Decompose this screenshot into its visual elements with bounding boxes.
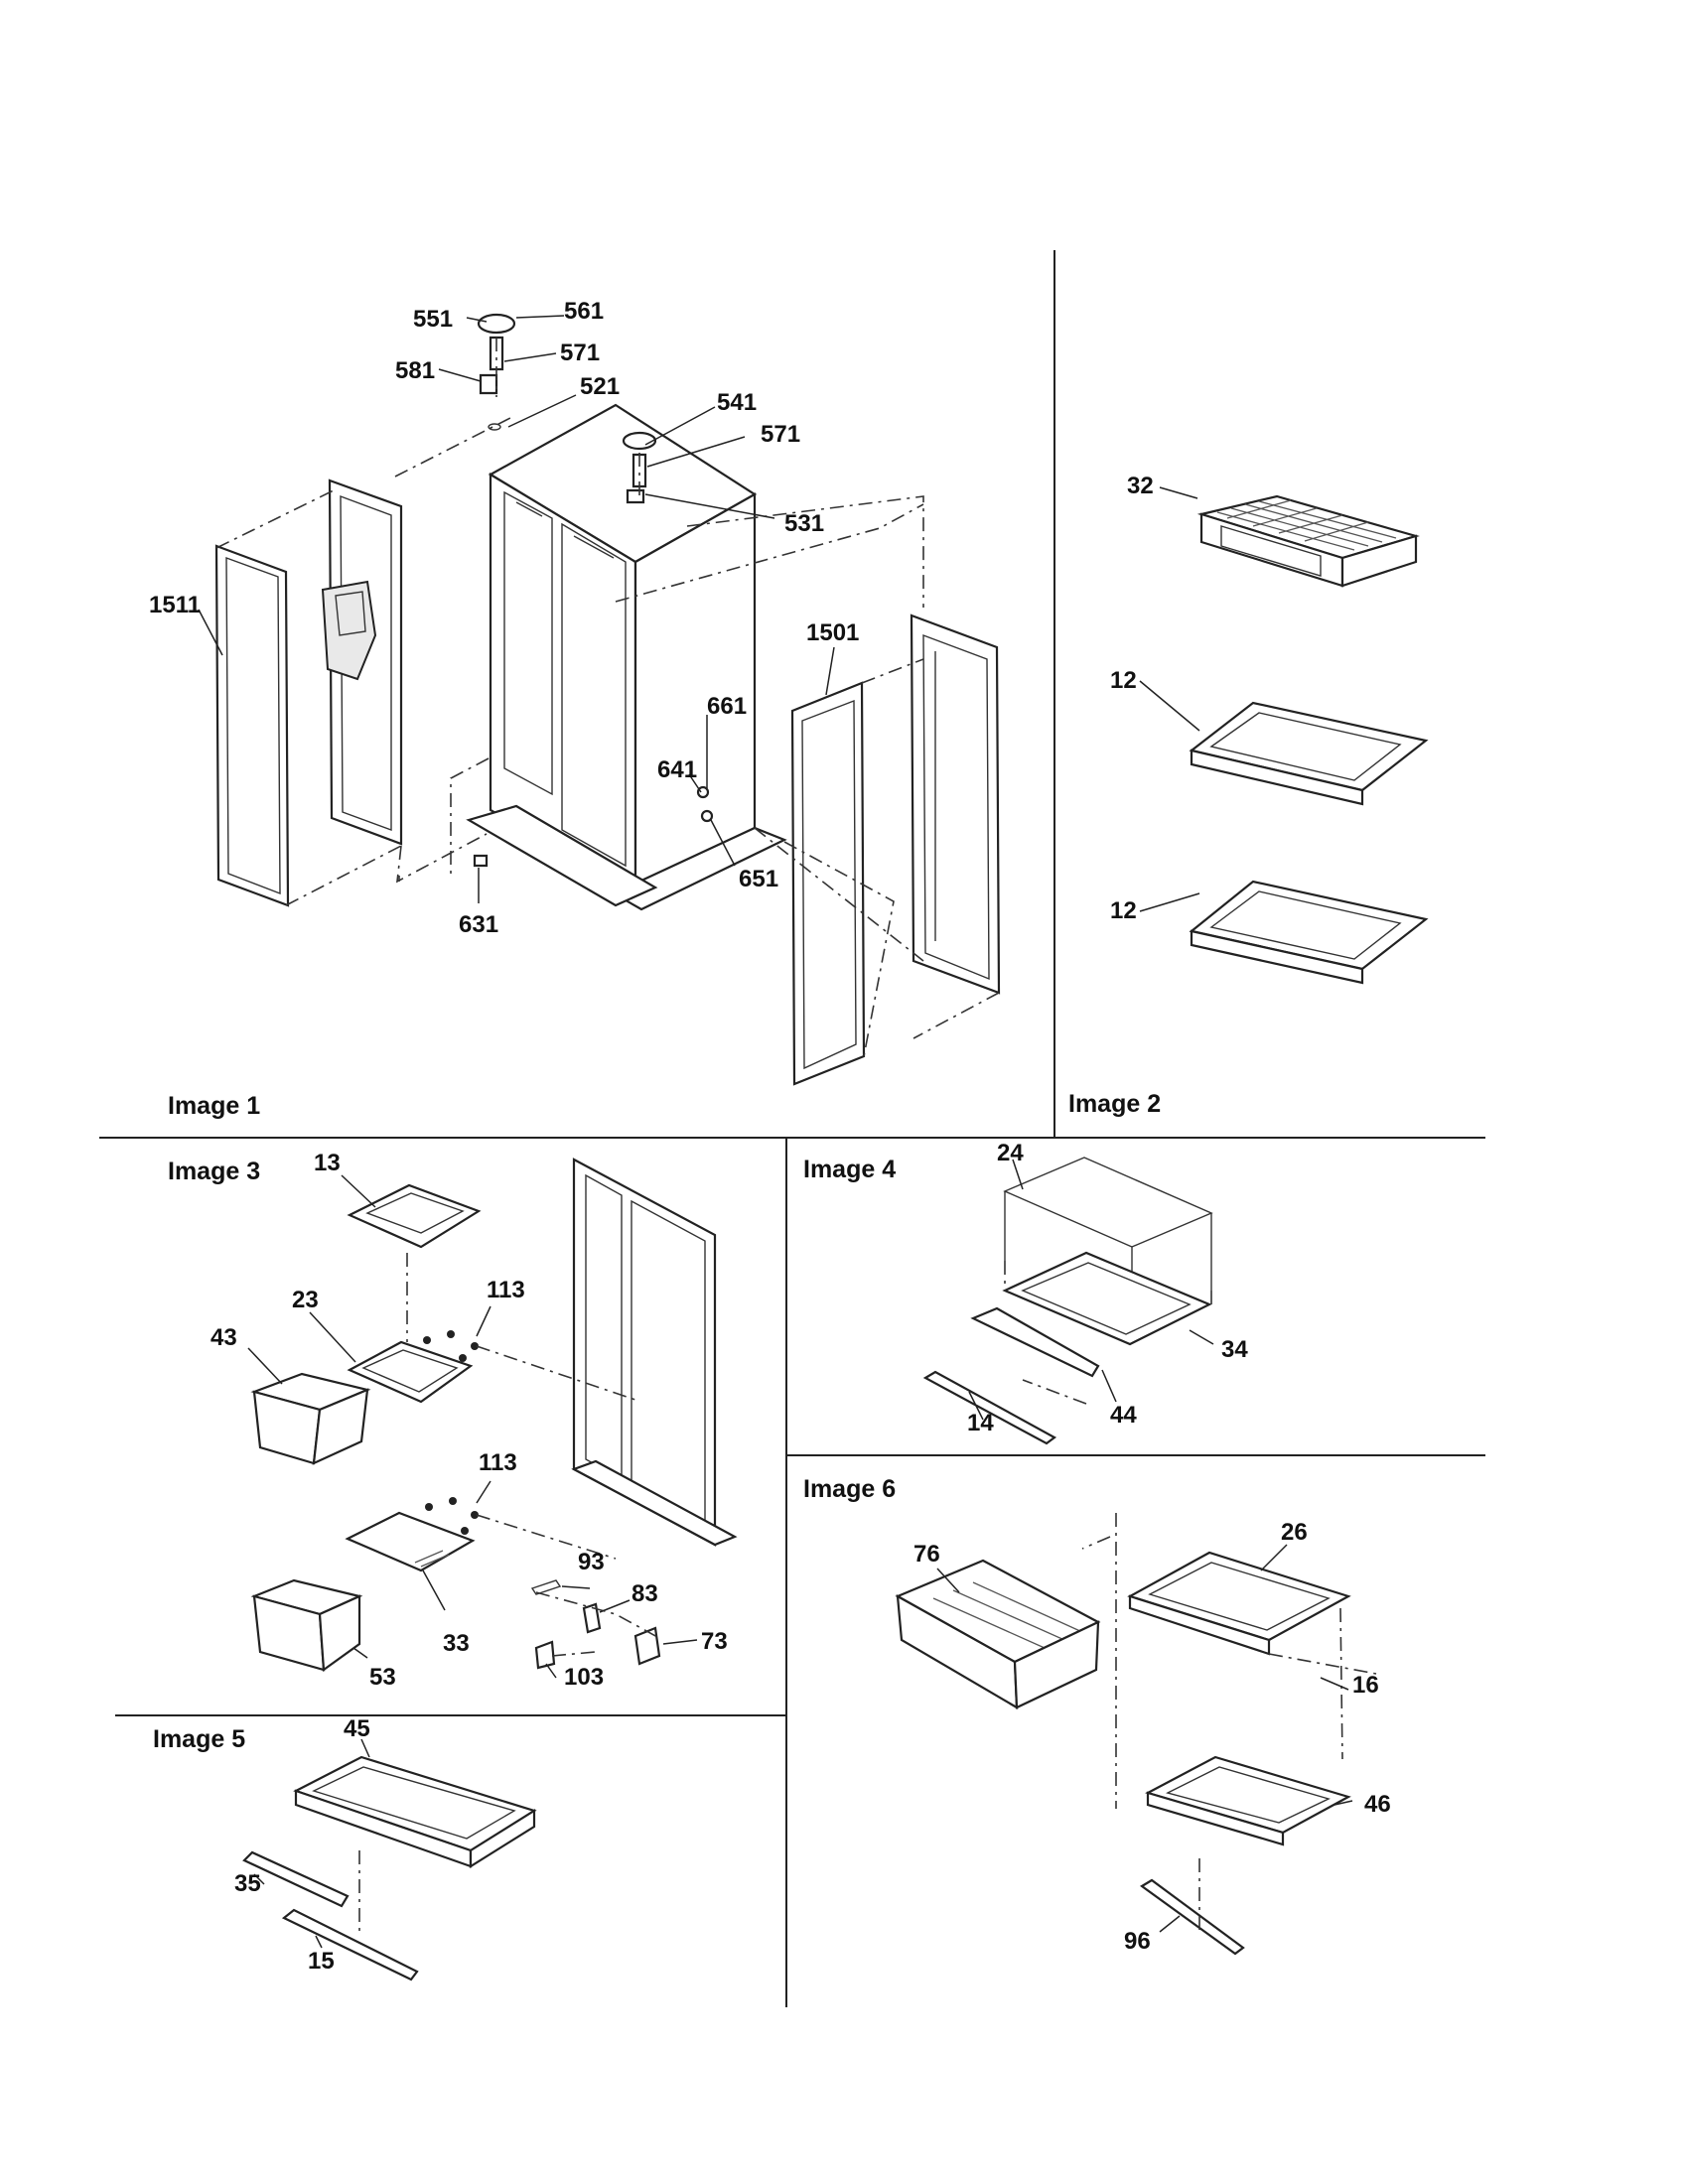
image-1-title: Image 1: [168, 1092, 260, 1120]
door-gasket-1511: [214, 544, 290, 907]
callout-113-upper: 113: [487, 1277, 525, 1303]
part-631: [473, 854, 489, 868]
glass-shelf-12-lower: [1189, 880, 1429, 971]
washer-521: [488, 423, 501, 431]
screw-641: [696, 785, 710, 799]
callout-571-lower: 571: [761, 421, 800, 448]
callout-33: 33: [443, 1630, 470, 1657]
callout-103: 103: [564, 1664, 604, 1691]
callout-12-upper: 12: [1110, 667, 1137, 694]
callout-571-upper: 571: [560, 340, 600, 366]
callout-35: 35: [234, 1870, 261, 1897]
cabinet-base: [611, 826, 787, 911]
callout-23: 23: [292, 1287, 319, 1313]
callout-651: 651: [739, 866, 778, 892]
shelf-13: [347, 1183, 482, 1249]
callout-13: 13: [314, 1150, 341, 1176]
trim-15: [281, 1908, 419, 1981]
cover-44: [970, 1306, 1100, 1378]
image-4-pantry-drawer: [922, 1157, 1214, 1445]
callout-1511: 1511: [149, 592, 201, 618]
callout-661: 661: [707, 693, 747, 720]
door-gasket-1501: [790, 681, 866, 1086]
callout-541: 541: [717, 389, 757, 416]
callout-561: 561: [564, 298, 604, 325]
callout-15: 15: [308, 1948, 335, 1975]
hinge-581: [479, 373, 498, 395]
callout-43: 43: [210, 1324, 237, 1351]
shelf-33: [345, 1511, 476, 1572]
callout-34: 34: [1221, 1336, 1248, 1363]
hinge-cover-541: [622, 431, 657, 451]
image-5-deli-drawer: [242, 1738, 537, 1981]
hinge-cover-551: [477, 313, 516, 335]
callout-labels: 551 561 571 581 521 541 571 531 1511 150…: [149, 298, 1391, 1975]
support-pegs-113: [423, 1330, 479, 1535]
image-6-title: Image 6: [803, 1475, 896, 1503]
callout-46: 46: [1364, 1791, 1391, 1818]
callout-521: 521: [580, 373, 620, 400]
ice-dispenser: [321, 580, 377, 681]
drawer-box-24-outline: [1003, 1157, 1213, 1248]
callout-44: 44: [1110, 1402, 1137, 1429]
callout-531: 531: [784, 510, 824, 537]
callout-73: 73: [701, 1628, 728, 1655]
callout-1501: 1501: [806, 619, 859, 646]
part-93: [530, 1579, 562, 1595]
callout-83: 83: [632, 1580, 658, 1607]
callout-581: 581: [395, 357, 435, 384]
image-3-title: Image 3: [168, 1158, 260, 1185]
callout-641: 641: [657, 756, 697, 783]
callout-12-lower: 12: [1110, 897, 1137, 924]
callout-96: 96: [1124, 1928, 1151, 1955]
section-dividers: [99, 250, 1485, 2007]
image-6-fresh-food-interior: [895, 1513, 1377, 1956]
callout-53: 53: [369, 1664, 396, 1691]
image-5-title: Image 5: [153, 1725, 245, 1753]
hinge-571-left: [489, 336, 504, 371]
callout-32: 32: [1127, 473, 1154, 499]
callout-631: 631: [459, 911, 498, 938]
callout-26: 26: [1281, 1519, 1308, 1546]
callout-93: 93: [578, 1549, 605, 1575]
image-1-cabinet-assembly: [198, 313, 1001, 1086]
part-103: [534, 1640, 556, 1670]
callout-76: 76: [913, 1541, 940, 1568]
callout-16: 16: [1352, 1672, 1379, 1699]
drawer-frame-34: [1002, 1251, 1212, 1346]
image-4-title: Image 4: [803, 1156, 896, 1183]
trim-14: [922, 1370, 1057, 1445]
image-2-title: Image 2: [1068, 1090, 1161, 1118]
shelf-23: [347, 1340, 474, 1404]
shelf-26: [1127, 1551, 1351, 1642]
callout-45: 45: [344, 1715, 370, 1742]
image-3-freezer-interior: [247, 1158, 738, 1679]
hinge-571-right: [632, 453, 647, 488]
trim-96: [1140, 1878, 1245, 1956]
callout-113-lower: 113: [479, 1449, 517, 1476]
hinge-531: [626, 488, 645, 504]
callout-24: 24: [997, 1140, 1024, 1166]
part-73: [633, 1626, 661, 1666]
screw-651: [700, 809, 714, 823]
callout-551: 551: [413, 306, 453, 333]
part-83: [582, 1602, 602, 1634]
callout-14: 14: [967, 1410, 994, 1436]
rail-35: [242, 1850, 350, 1908]
image-2-shelves: [1139, 486, 1429, 985]
